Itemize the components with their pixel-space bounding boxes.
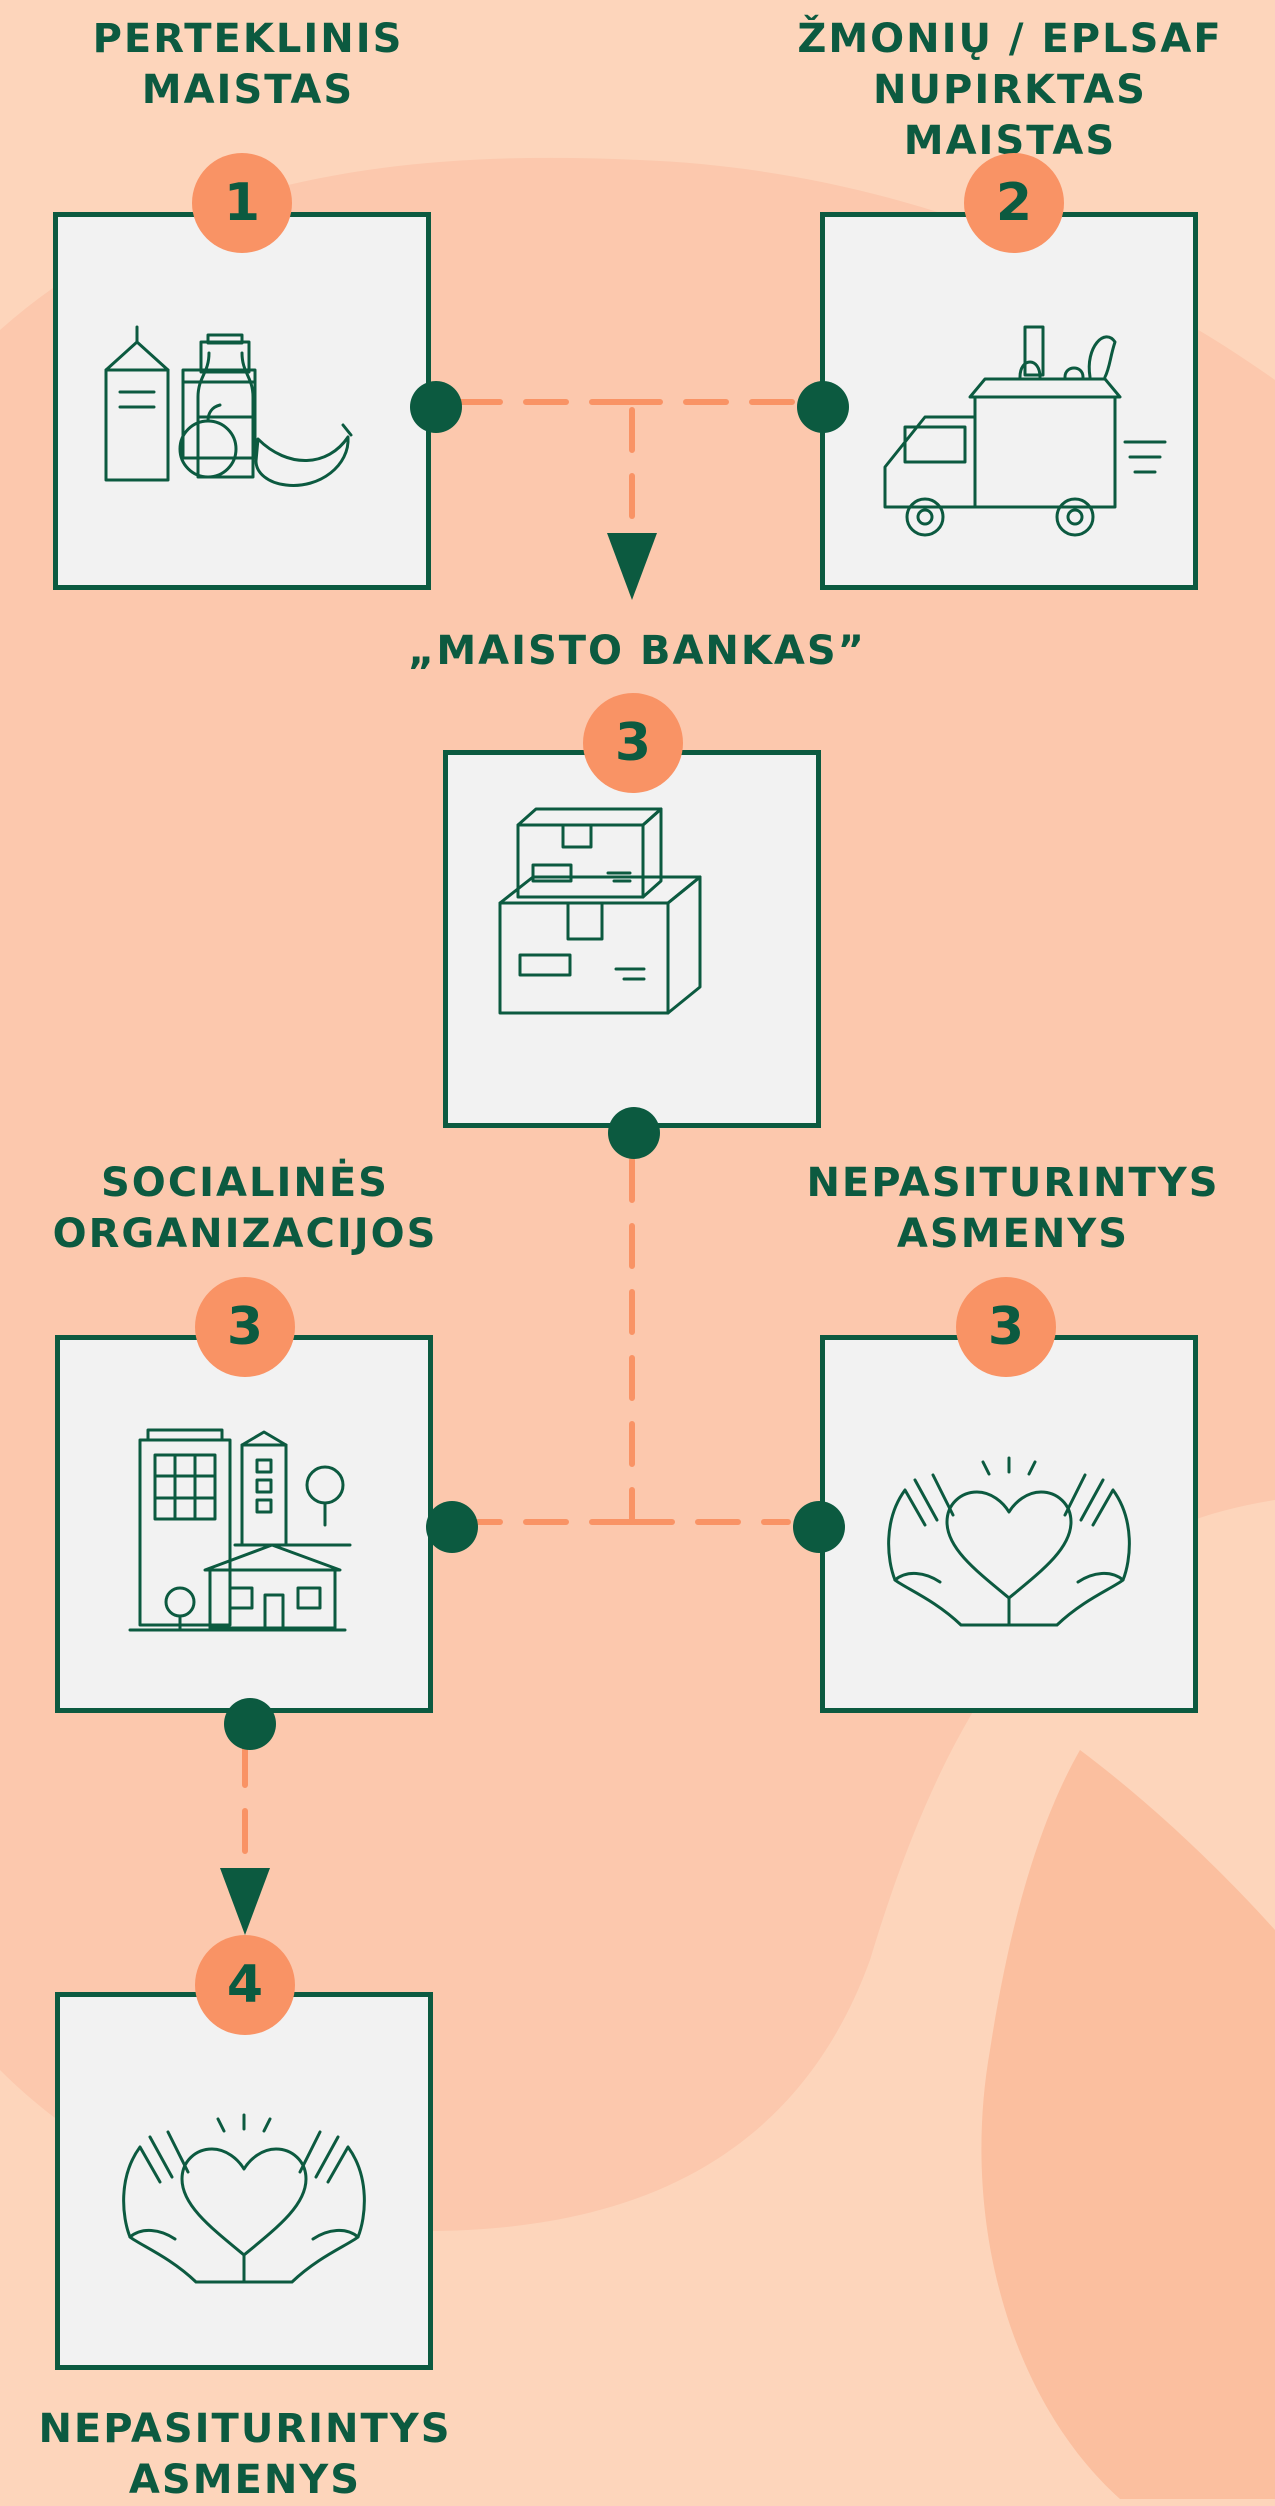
connector-dot-food-bank [608,1107,660,1159]
connector-dot-surplus-food [410,381,462,433]
connector-dot-purchased-food [797,381,849,433]
node-label-needy-final: NEPASITURINTYS ASMENYS [38,2406,452,2503]
node-box-food-bank [443,750,821,1159]
step-badge-surplus-food: 1 [192,153,292,253]
node-label-surplus-food: PERTEKLINIS MAISTAS [92,16,404,113]
arrow-to-food-bank [607,533,657,600]
boxes-icon [498,807,702,1015]
groceries-icon [104,325,353,487]
connector-dot-social-orgs-right [426,1501,478,1553]
node-box-needy-direct [793,1335,1198,1713]
node-box-social-orgs [55,1335,478,1750]
step-badge-social-orgs: 3 [195,1277,295,1377]
hands-heart-icon [122,2113,366,2284]
step-badge-needy-direct: 3 [956,1277,1056,1377]
node-box-purchased-food [797,212,1198,590]
step-badge-purchased-food: 2 [964,153,1064,253]
node-box-surplus-food [53,212,462,590]
node-label-needy-direct: NEPASITURINTYS ASMENYS [806,1160,1220,1257]
connector-dot-social-orgs-bottom [224,1698,276,1750]
connector-dot-needy-direct [793,1501,845,1553]
node-label-food-bank: „MAISTO BANKAS” [408,628,866,674]
node-box-needy-final [55,1992,433,2370]
step-badge-needy-final: 4 [195,1935,295,2035]
arrow-to-needy-final [220,1868,270,1935]
buildings-icon [128,1428,352,1632]
step-badge-food-bank: 3 [583,693,683,793]
node-label-purchased-food: ŽMONIŲ / EPLSAF NUPIRKTAS MAISTAS [797,16,1223,164]
hands-heart-icon [887,1456,1131,1627]
node-label-social-orgs: SOCIALINĖS ORGANIZACIJOS [52,1160,438,1257]
delivery-truck-icon [883,325,1167,537]
